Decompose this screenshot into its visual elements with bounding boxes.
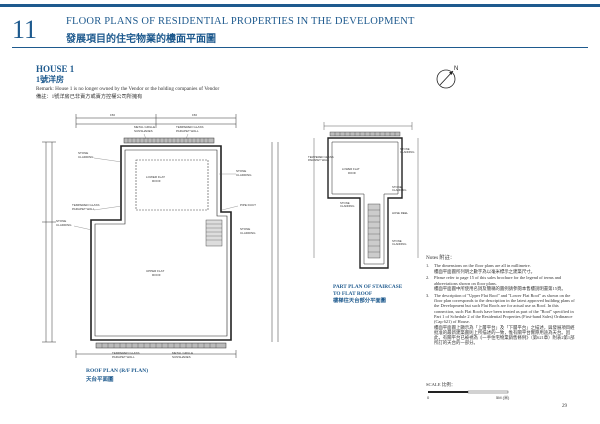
svg-text:CLADDING: CLADDING	[56, 223, 72, 227]
svg-text:STONE: STONE	[400, 147, 410, 151]
svg-text:METAL GRILLE: METAL GRILLE	[134, 125, 155, 129]
svg-text:LOWER FLAT: LOWER FLAT	[342, 167, 360, 171]
header-top-rule	[0, 4, 600, 7]
section-title-en: FLOOR PLANS OF RESIDENTIAL PROPERTIES IN…	[66, 16, 415, 27]
svg-text:SUNSHADES: SUNSHADES	[134, 129, 153, 133]
remark-en: Remark: House 1 is no longer owned by th…	[36, 86, 220, 92]
svg-text:STONE: STONE	[236, 169, 246, 173]
svg-text:HOSE REEL: HOSE REEL	[392, 211, 408, 215]
roof-plan-caption-en: ROOF PLAN (R/F PLAN)	[86, 368, 149, 374]
svg-text:CLADDING: CLADDING	[340, 204, 354, 208]
svg-text:CLADDING: CLADDING	[78, 155, 94, 159]
svg-text:METAL GRILLE: METAL GRILLE	[172, 351, 193, 355]
section-number: 11	[12, 15, 38, 44]
svg-text:PARAPET WALL: PARAPET WALL	[176, 129, 199, 133]
note-item: 1. The dimensions on the floor plans are…	[426, 263, 535, 274]
svg-text:CLADDING: CLADDING	[392, 188, 406, 192]
scale-zero: 0	[427, 395, 430, 400]
svg-text:PIPE DUCT: PIPE DUCT	[240, 203, 256, 207]
north-label: N	[454, 66, 458, 72]
north-arrow-icon: N	[436, 66, 458, 89]
svg-text:PARAPET WALL: PARAPET WALL	[308, 158, 330, 162]
note-item: 3. The description of "Upper Flat Roof" …	[426, 292, 575, 346]
svg-text:ROOF: ROOF	[152, 179, 161, 183]
staircase-part-plan-drawing: LOWER FLAT ROOF STONE CLADDING TEMPERED …	[308, 122, 419, 269]
svg-text:STONE: STONE	[240, 227, 250, 231]
staircase-caption-zh: 樓梯往天台部分平面圖	[333, 298, 386, 304]
staircase-caption: PART PLAN OF STAIRCASE TO FLAT ROOF 樓梯往天…	[333, 284, 402, 305]
svg-text:PARAPET WALL: PARAPET WALL	[112, 355, 135, 359]
svg-text:CLADDING: CLADDING	[392, 242, 406, 246]
svg-text:TEMPERED GLASS: TEMPERED GLASS	[72, 203, 100, 207]
staircase-caption-en-2: TO FLAT ROOF	[333, 291, 373, 297]
house-title-zh: 1號洋房	[36, 75, 64, 84]
note-item: 2. Please refer to page 15 of this sales…	[426, 275, 566, 291]
remark-zh: 備註：1號洋房已非賣方或賣方控權公司所擁有	[36, 94, 143, 100]
scale-label: SCALE 比例：	[426, 382, 456, 387]
section-title-zh: 發展項目的住宅物業的樓面平面圖	[66, 34, 216, 45]
header-bottom-rule	[12, 47, 588, 48]
svg-text:STONE: STONE	[392, 185, 402, 189]
scale-max: 5M (米)	[496, 394, 510, 400]
svg-text:150: 150	[192, 113, 197, 117]
svg-text:PARAPET WALL: PARAPET WALL	[72, 207, 95, 211]
svg-text:TEMPERED GLASS: TEMPERED GLASS	[112, 351, 140, 355]
house-title-en: HOUSE 1	[36, 64, 75, 74]
svg-text:SUNSHADES: SUNSHADES	[172, 355, 191, 359]
svg-text:150: 150	[110, 113, 115, 117]
roof-plan-drawing: METAL GRILLE SUNSHADES TEMPERED GLASS PA…	[42, 113, 279, 359]
svg-text:TEMPERED GLASS: TEMPERED GLASS	[308, 155, 334, 159]
scale-bar: 0 5M (米)	[427, 390, 510, 400]
staircase-caption-en-1: PART PLAN OF STAIRCASE	[333, 284, 403, 290]
svg-text:STONE: STONE	[56, 219, 66, 223]
svg-text:CLADDING: CLADDING	[400, 150, 414, 154]
svg-text:LOWER FLAT: LOWER FLAT	[146, 175, 165, 179]
svg-text:CLADDING: CLADDING	[240, 231, 256, 235]
svg-text:STONE: STONE	[392, 239, 402, 243]
svg-text:TEMPERED GLASS: TEMPERED GLASS	[176, 125, 204, 129]
svg-text:ROOF: ROOF	[152, 273, 161, 277]
page-number: 29	[562, 404, 567, 409]
roof-plan-caption-zh: 天台平面圖	[86, 377, 114, 383]
notes-block: Notes 附註： 1. The dimensions on the floor…	[426, 255, 576, 347]
svg-text:STONE: STONE	[78, 151, 88, 155]
notes-title: Notes 附註：	[426, 255, 455, 261]
svg-text:CLADDING: CLADDING	[236, 173, 252, 177]
svg-text:UPPER FLAT: UPPER FLAT	[146, 269, 164, 273]
svg-text:STONE: STONE	[340, 201, 350, 205]
svg-text:ROOF: ROOF	[348, 171, 356, 175]
